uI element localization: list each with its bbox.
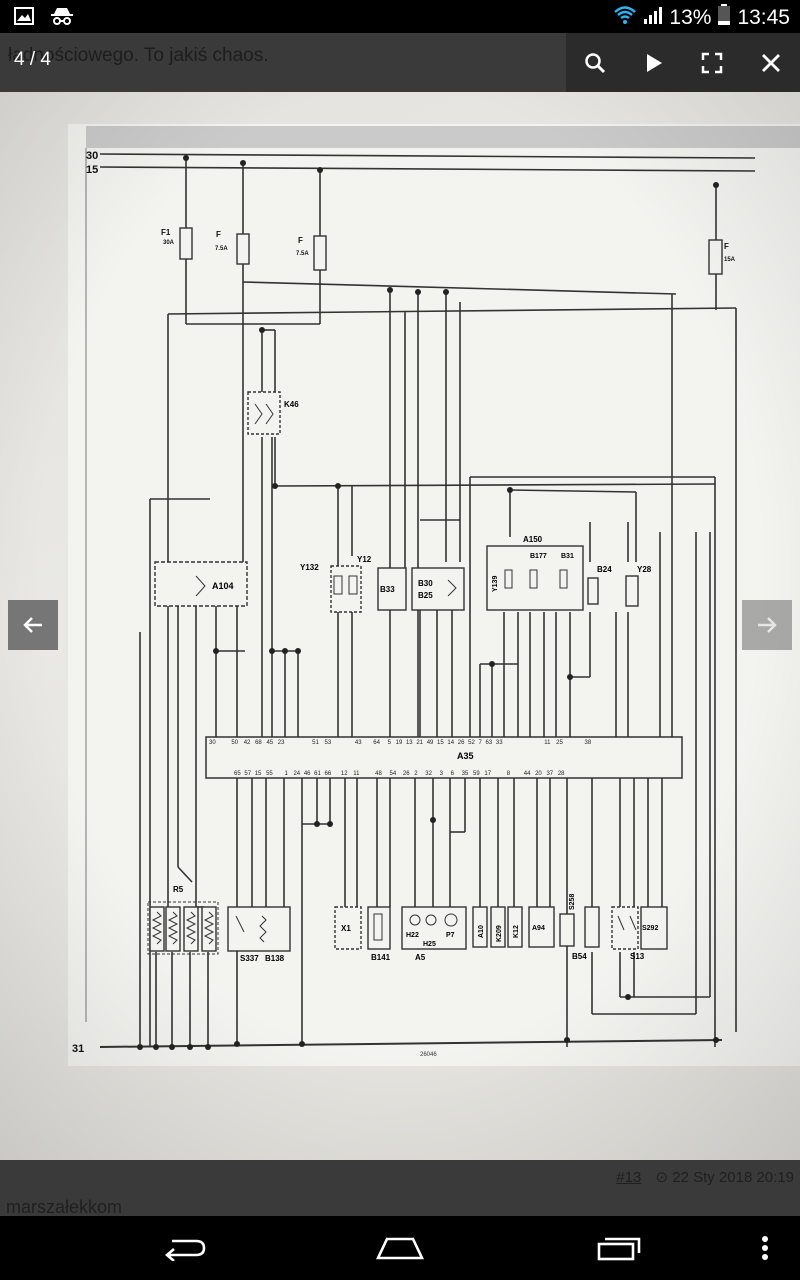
sensor-b54 bbox=[584, 906, 600, 948]
valve-y28-label: Y28 bbox=[637, 565, 652, 574]
background-post-footer: #13 ⊙ 22 Sty 2018 20:19 marszałekkom bbox=[0, 1160, 800, 1217]
arrow-left-icon bbox=[23, 617, 42, 633]
home-icon bbox=[375, 1237, 425, 1260]
home-button[interactable] bbox=[375, 1228, 425, 1268]
relay-k209-label: K209 bbox=[496, 925, 503, 942]
fuse-f2-name: F bbox=[216, 230, 221, 239]
post-number-link[interactable]: #13 bbox=[616, 1169, 642, 1186]
ecu-a35-label: A35 bbox=[457, 751, 474, 761]
battery-icon bbox=[717, 4, 731, 32]
switch-s337-sensor-b138 bbox=[227, 906, 291, 952]
image-counter: 4 / 4 bbox=[14, 49, 51, 70]
wiring-diagram-photo: 30 15 31 F1 30A F 7.5A F 7.5A F 15A K46 … bbox=[0, 92, 800, 1160]
back-icon bbox=[165, 1239, 206, 1261]
module-a94-label: A94 bbox=[532, 925, 545, 932]
lamp-h25-label: H25 bbox=[423, 941, 436, 948]
status-bar: 13% 13:45 bbox=[0, 0, 800, 33]
module-a104-label: A104 bbox=[212, 581, 234, 591]
system-navigation-bar bbox=[0, 1216, 800, 1280]
sensor-b24 bbox=[587, 577, 599, 605]
close-icon bbox=[761, 53, 780, 72]
sheet-header-strip bbox=[86, 126, 800, 148]
fuse-f2-rating: 7.5A bbox=[215, 246, 228, 252]
viewer-toolbar bbox=[566, 33, 800, 92]
valve-y12-label: Y12 bbox=[357, 555, 372, 564]
rail-15-label: 15 bbox=[86, 164, 98, 176]
gallery-notification-icon bbox=[14, 7, 34, 30]
post-author[interactable]: marszałekkom bbox=[6, 1197, 123, 1217]
module-a10-label: A10 bbox=[478, 925, 485, 938]
resistor-r5-label: R5 bbox=[173, 885, 184, 894]
fuse-f2 bbox=[236, 233, 250, 265]
switch-s258 bbox=[559, 913, 575, 947]
clock-icon: ⊙ bbox=[655, 1169, 669, 1186]
module-a150-label: A150 bbox=[523, 535, 543, 544]
battery-percent: 13% bbox=[669, 6, 712, 29]
fuse-f4-name: F bbox=[724, 242, 729, 251]
menu-button[interactable] bbox=[755, 1228, 775, 1268]
fuse-f1-name: F1 bbox=[161, 228, 171, 237]
switch-s337-label: S337 bbox=[240, 954, 259, 963]
cluster-a5-label: A5 bbox=[415, 953, 426, 962]
sensor-b138-label: B138 bbox=[265, 954, 285, 963]
next-image-button[interactable] bbox=[742, 600, 792, 650]
fuse-f3-rating: 7.5A bbox=[296, 251, 309, 257]
switch-s13 bbox=[611, 906, 639, 950]
fuse-f1 bbox=[179, 227, 193, 260]
sensor-b25-label: B25 bbox=[418, 591, 433, 600]
fuse-f1-rating: 30A bbox=[163, 240, 175, 246]
gauge-p7-label: P7 bbox=[446, 932, 455, 939]
search-icon bbox=[585, 52, 606, 73]
lamp-h22-label: H22 bbox=[406, 932, 419, 939]
slideshow-button[interactable] bbox=[634, 43, 674, 83]
signal-icon bbox=[643, 5, 663, 31]
sensor-b141-label: B141 bbox=[371, 953, 391, 962]
rail-31-label: 31 bbox=[72, 1043, 84, 1055]
back-button[interactable] bbox=[160, 1228, 210, 1268]
fullscreen-button[interactable] bbox=[692, 43, 732, 83]
document-number: 26046 bbox=[420, 1052, 437, 1058]
connector-x1-label: X1 bbox=[341, 924, 351, 933]
switch-s292-label: S292 bbox=[642, 925, 658, 932]
search-button[interactable] bbox=[575, 43, 615, 83]
play-icon bbox=[646, 53, 662, 72]
relay-k46-label: K46 bbox=[284, 400, 299, 409]
fuse-f4 bbox=[708, 239, 723, 275]
background-post-text: ładnościowego. To jakiś chaos. bbox=[8, 45, 269, 66]
clock: 13:45 bbox=[737, 6, 790, 29]
valve-y28 bbox=[625, 575, 639, 607]
sensor-b30-label: B30 bbox=[418, 579, 433, 588]
relay-k46 bbox=[247, 391, 281, 435]
valve-y132-label: Y132 bbox=[300, 563, 319, 572]
valve-y139-label: Y139 bbox=[492, 576, 499, 592]
relay-k12-label: K12 bbox=[513, 925, 520, 938]
post-reference: #13 ⊙ 22 Sty 2018 20:19 bbox=[616, 1168, 794, 1186]
sensor-b177-label: B177 bbox=[530, 553, 547, 560]
sensor-b31-label: B31 bbox=[561, 553, 574, 560]
previous-image-button[interactable] bbox=[8, 600, 58, 650]
arrow-right-icon bbox=[758, 617, 777, 633]
fuse-f4-rating: 15A bbox=[724, 257, 736, 263]
fullscreen-icon bbox=[702, 52, 723, 73]
sensor-b54-label: B54 bbox=[572, 952, 587, 961]
close-button[interactable] bbox=[751, 43, 791, 83]
switch-s13-label: S13 bbox=[630, 952, 645, 961]
recents-icon bbox=[597, 1237, 641, 1261]
post-date: 22 Sty 2018 20:19 bbox=[672, 1169, 794, 1186]
recents-button[interactable] bbox=[594, 1228, 644, 1268]
sensor-b33-label: B33 bbox=[380, 585, 395, 594]
viewer-top-bar: ładnościowego. To jakiś chaos. 4 / 4 bbox=[0, 33, 800, 92]
wiring-diagram: 30 15 31 F1 30A F 7.5A F 7.5A F 15A K46 … bbox=[0, 92, 800, 1160]
incognito-icon bbox=[50, 7, 74, 30]
fuse-f3-name: F bbox=[298, 236, 303, 245]
sensor-b24-label: B24 bbox=[597, 565, 612, 574]
rail-30-label: 30 bbox=[86, 150, 98, 162]
sensor-b141 bbox=[367, 906, 391, 950]
sensor-b30-b25 bbox=[411, 567, 465, 611]
wifi-icon bbox=[613, 5, 637, 31]
fuse-f3 bbox=[313, 235, 327, 271]
menu-dots-icon bbox=[762, 1236, 768, 1260]
switch-s258-label: S258 bbox=[569, 894, 576, 910]
